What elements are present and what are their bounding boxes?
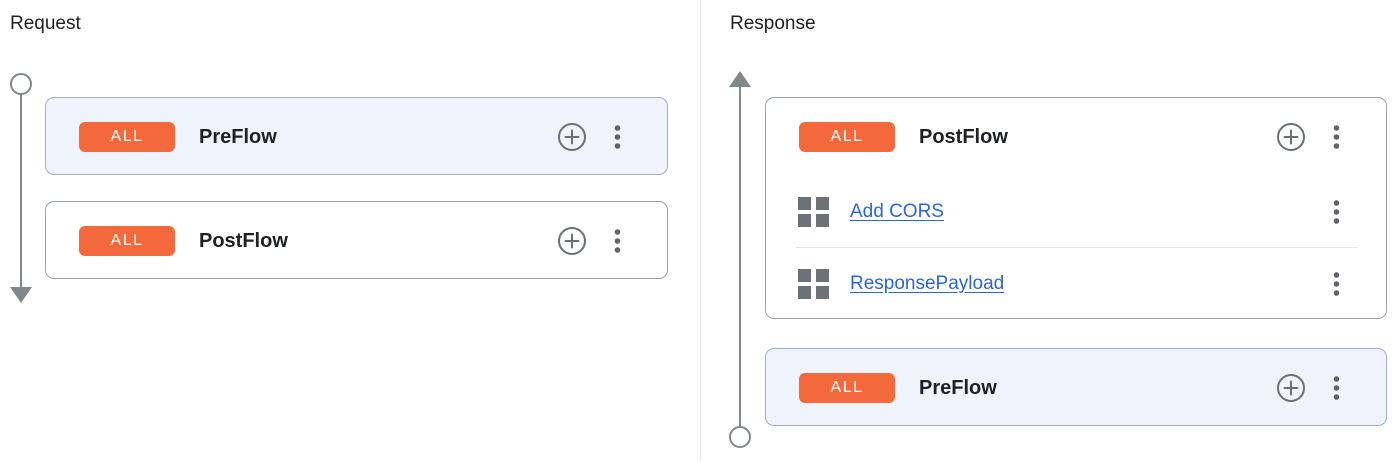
more-vert-icon	[1333, 271, 1339, 296]
more-options-button[interactable]	[605, 122, 629, 152]
policy-row-divider	[796, 247, 1358, 248]
request-panel-title: Request	[10, 13, 81, 34]
policy-more-options-button[interactable]	[1324, 197, 1348, 227]
add-policy-button[interactable]	[557, 226, 587, 256]
add-policy-button[interactable]	[1276, 373, 1306, 403]
policy-grid-icon	[798, 196, 829, 227]
panel-divider	[700, 0, 701, 461]
condition-badge: ALL	[79, 226, 175, 256]
response-panel-title: Response	[730, 13, 816, 34]
request-timeline-arrow-down-icon	[10, 287, 32, 303]
condition-badge: ALL	[79, 122, 175, 152]
request-postflow-card[interactable]: ALL PostFlow	[45, 201, 668, 279]
flow-title: PostFlow	[199, 229, 288, 252]
flow-title: PostFlow	[919, 125, 1008, 148]
more-options-button[interactable]	[1324, 373, 1348, 403]
response-postflow-card[interactable]: ALL PostFlow	[765, 97, 1387, 319]
more-vert-icon	[614, 229, 620, 253]
response-preflow-header-row: ALL PreFlow	[766, 349, 1386, 427]
request-preflow-card[interactable]: ALL PreFlow	[45, 97, 668, 175]
more-vert-icon	[614, 125, 620, 149]
policy-link[interactable]: ResponsePayload	[850, 272, 1005, 294]
response-timeline-arrow-up-icon	[729, 71, 751, 87]
more-vert-icon	[1333, 376, 1339, 400]
add-policy-button[interactable]	[557, 122, 587, 152]
add-policy-button[interactable]	[1276, 122, 1306, 152]
add-circle-icon	[558, 123, 586, 151]
policy-link[interactable]: Add CORS	[850, 200, 944, 222]
response-preflow-card[interactable]: ALL PreFlow	[765, 348, 1387, 426]
policy-more-options-button[interactable]	[1324, 269, 1348, 299]
response-timeline-start-circle	[729, 426, 751, 448]
flow-title: PreFlow	[919, 376, 997, 399]
request-postflow-header-row: ALL PostFlow	[46, 202, 667, 280]
more-vert-icon	[1333, 125, 1339, 149]
response-timeline-line	[739, 86, 741, 426]
response-postflow-header-row: ALL PostFlow	[766, 98, 1386, 176]
request-timeline-start-circle	[10, 73, 32, 95]
request-timeline-line	[20, 94, 22, 287]
policy-grid-icon	[798, 268, 829, 299]
policy-row: ResponsePayload	[766, 248, 1386, 319]
more-vert-icon	[1333, 199, 1339, 224]
condition-badge: ALL	[799, 373, 895, 403]
condition-badge: ALL	[799, 122, 895, 152]
add-circle-icon	[1277, 123, 1305, 151]
flow-title: PreFlow	[199, 125, 277, 148]
request-preflow-header-row: ALL PreFlow	[46, 98, 667, 176]
more-options-button[interactable]	[605, 226, 629, 256]
policy-row: Add CORS	[766, 176, 1386, 247]
add-circle-icon	[1277, 374, 1305, 402]
more-options-button[interactable]	[1324, 122, 1348, 152]
add-circle-icon	[558, 227, 586, 255]
